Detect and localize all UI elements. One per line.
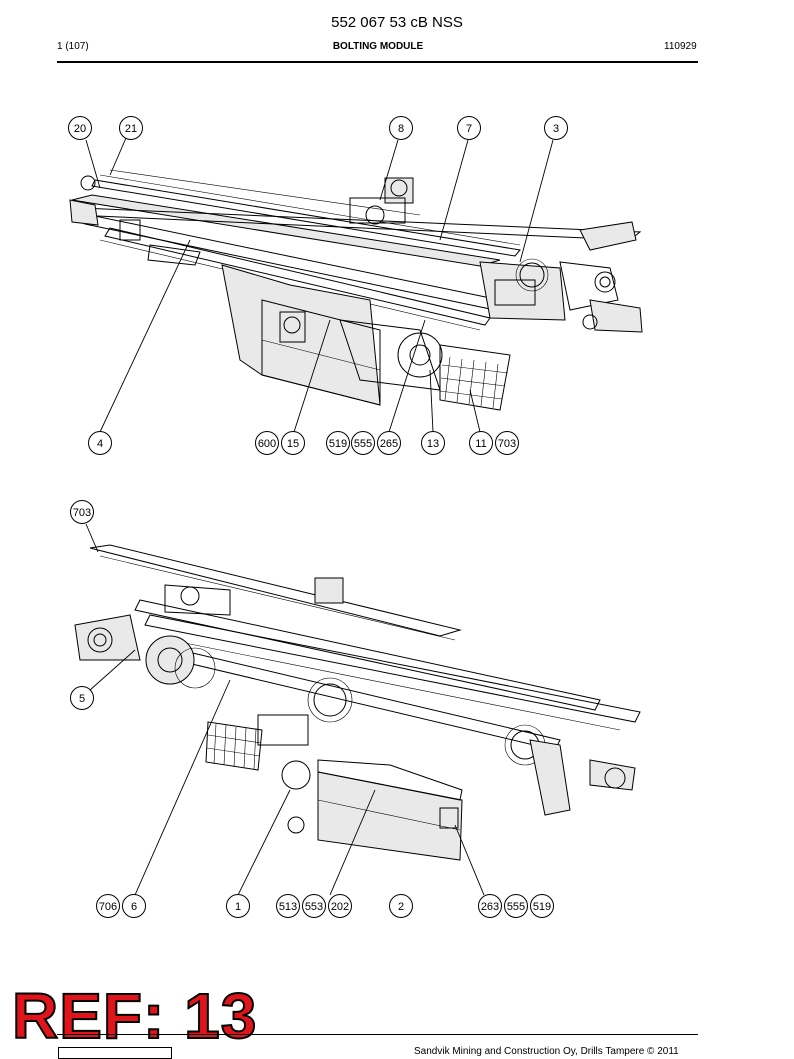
callout-label: 20 xyxy=(74,123,86,135)
callout-label: 5 xyxy=(79,693,85,705)
callout-label: 555 xyxy=(354,438,372,450)
callout-label: 263 xyxy=(481,901,499,913)
bolt-magazine-bottom xyxy=(205,721,263,771)
callout-label: 7 xyxy=(466,123,472,135)
callout-263: 263 xyxy=(478,894,502,918)
bottom-leader-lines xyxy=(85,523,485,896)
callout-703-bottom: 703 xyxy=(70,500,94,524)
callout-519-bottom: 519 xyxy=(530,894,554,918)
callout-label: 265 xyxy=(380,438,398,450)
callout-7: 7 xyxy=(457,116,481,140)
document-date: 110929 xyxy=(664,41,697,52)
callout-label: 3 xyxy=(553,123,559,135)
callout-label: 555 xyxy=(507,901,525,913)
callout-label: 6 xyxy=(131,901,137,913)
callout-label: 519 xyxy=(329,438,347,450)
callout-2: 2 xyxy=(389,894,413,918)
callout-513: 513 xyxy=(276,894,300,918)
module-title: BOLTING MODULE xyxy=(332,41,424,52)
header-rule xyxy=(57,61,698,63)
callout-553: 553 xyxy=(302,894,326,918)
callout-15: 15 xyxy=(281,431,305,455)
top-callouts: 20 21 8 7 3 4 600 15 519 555 265 13 11 7… xyxy=(68,116,568,455)
callout-label: 553 xyxy=(305,901,323,913)
callout-label: 15 xyxy=(287,438,299,450)
callout-21: 21 xyxy=(119,116,143,140)
callout-11: 11 xyxy=(469,431,493,455)
callout-label: 519 xyxy=(533,901,551,913)
callout-label: 8 xyxy=(398,123,404,135)
company-logo xyxy=(58,1047,172,1059)
callout-label: 21 xyxy=(125,123,137,135)
copyright-text: Sandvik Mining and Construction Oy, Dril… xyxy=(414,1046,679,1057)
callout-label: 13 xyxy=(427,438,439,450)
callout-13: 13 xyxy=(421,431,445,455)
callout-label: 4 xyxy=(97,438,103,450)
callout-label: 600 xyxy=(258,438,276,450)
callout-label: 703 xyxy=(73,507,91,519)
reference-stamp: REF: 13 xyxy=(11,980,258,1052)
callout-703: 703 xyxy=(495,431,519,455)
callout-3: 3 xyxy=(544,116,568,140)
top-assembly-illustration xyxy=(69,169,643,411)
callout-555: 555 xyxy=(351,431,375,455)
bottom-callouts: 703 5 706 6 1 513 553 202 2 263 555 519 xyxy=(70,500,554,918)
footer-rule xyxy=(57,1034,698,1035)
callout-label: 706 xyxy=(99,901,117,913)
callout-265: 265 xyxy=(377,431,401,455)
callout-1: 1 xyxy=(226,894,250,918)
page-number: 1 (107) xyxy=(57,41,89,52)
bolt-magazine-top xyxy=(439,344,511,411)
callout-6: 6 xyxy=(122,894,146,918)
callout-20: 20 xyxy=(68,116,92,140)
callout-8: 8 xyxy=(389,116,413,140)
callout-519: 519 xyxy=(326,431,350,455)
callout-600: 600 xyxy=(255,431,279,455)
callout-label: 2 xyxy=(398,901,404,913)
callout-4: 4 xyxy=(88,431,112,455)
callout-label: 11 xyxy=(475,438,486,450)
callout-5: 5 xyxy=(70,686,94,710)
document-number: 552 067 53 cB NSS xyxy=(331,14,463,31)
callout-202: 202 xyxy=(328,894,352,918)
callout-label: 513 xyxy=(279,901,297,913)
callout-706: 706 xyxy=(96,894,120,918)
callout-label: 202 xyxy=(331,901,349,913)
callout-label: 703 xyxy=(498,438,516,450)
callout-555-bottom: 555 xyxy=(504,894,528,918)
callout-label: 1 xyxy=(235,901,241,913)
bottom-assembly-illustration xyxy=(74,544,641,861)
top-leader-lines xyxy=(85,137,554,433)
